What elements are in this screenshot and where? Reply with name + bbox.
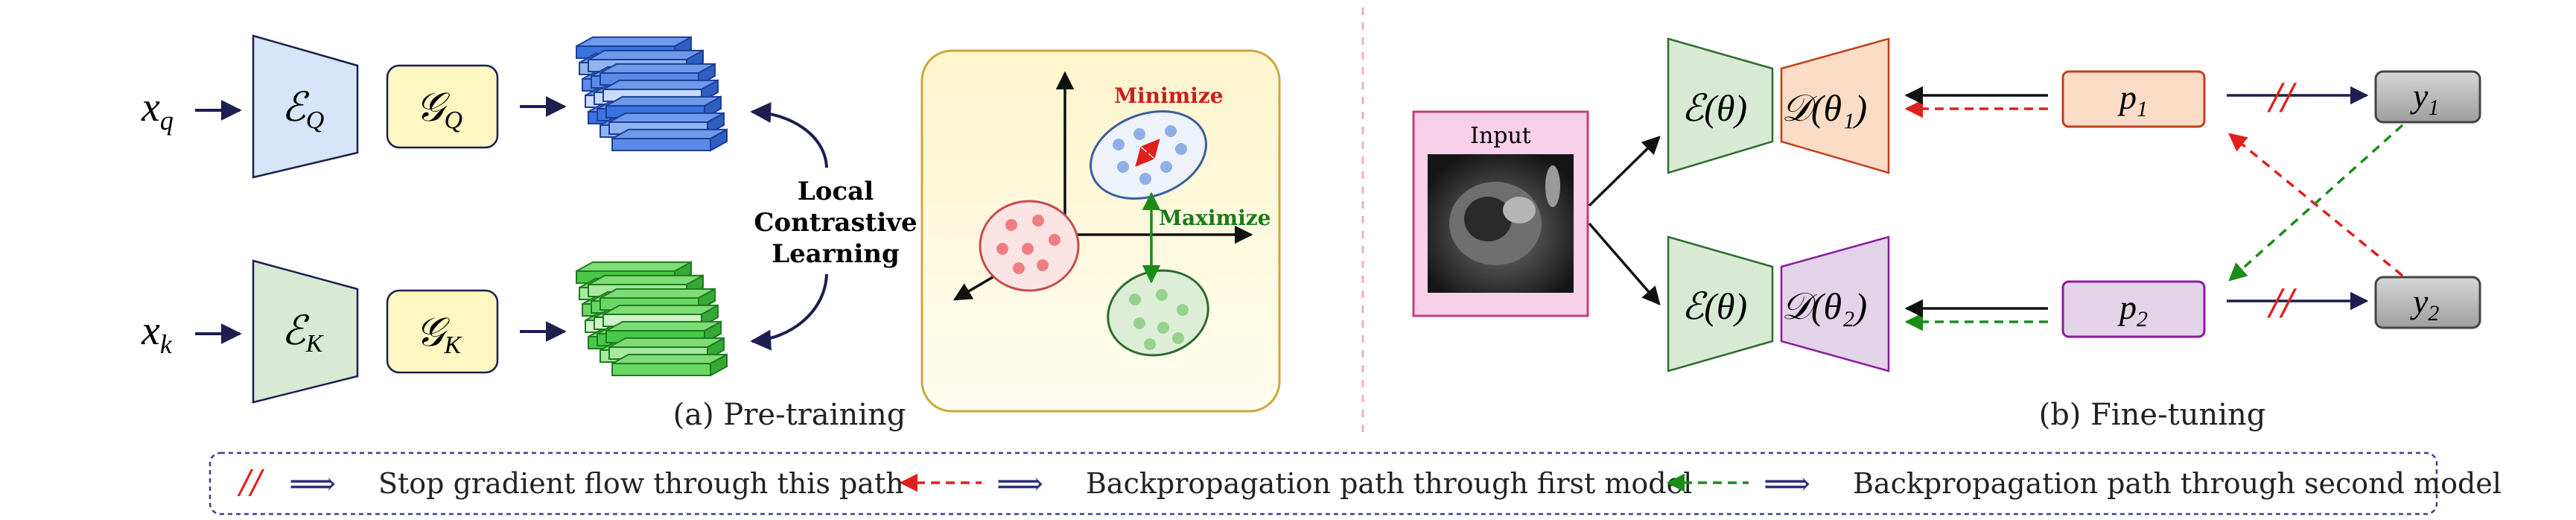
- minimize-label: Minimize: [1114, 83, 1224, 108]
- pretraining-caption: (a) Pre-training: [673, 398, 906, 432]
- legend-implies-2: ⟹: [996, 465, 1043, 503]
- maximize-label: Maximize: [1159, 206, 1270, 230]
- top-decoder-trapezoid: [1780, 37, 1890, 174]
- cluster-point: [1144, 338, 1156, 350]
- cluster-point: [1157, 322, 1169, 334]
- legend-stop-text: Stop gradient flow through this path: [378, 467, 904, 500]
- lcl-label-line2: Contrastive: [754, 208, 917, 238]
- lcl-label-line1: Local: [798, 177, 874, 206]
- lcl-arrow-to-query: [750, 102, 828, 168]
- key-encoder-trapezoid: [252, 259, 359, 404]
- query-projection-head: [386, 64, 499, 149]
- cluster-point: [1139, 173, 1151, 185]
- prediction-p1-box: [2061, 70, 2206, 128]
- bottom-encoder-trapezoid: [1667, 235, 1774, 372]
- negative-cluster-points: [996, 215, 1060, 274]
- cluster-point: [1129, 294, 1141, 305]
- prediction-p1-label: p1: [2117, 78, 2148, 121]
- query-encoder-trapezoid: [252, 34, 359, 179]
- arrow-input-to-top-encoder: [1588, 136, 1661, 207]
- feature-slab: [611, 128, 728, 152]
- top-encoder-label: ℰ(θ): [1682, 87, 1747, 129]
- legend: // ⟹ Stop gradient flow through this pat…: [209, 451, 2502, 516]
- key-projection-head: [386, 289, 499, 374]
- cluster-point: [1156, 289, 1168, 301]
- lcl-label-line3: Learning: [772, 239, 900, 269]
- top-encoder-trapezoid: [1667, 37, 1774, 174]
- cluster-point: [1160, 161, 1172, 173]
- legend-implies-1: ⟹: [289, 465, 336, 503]
- cluster-point: [1133, 317, 1145, 329]
- cluster-point: [1165, 125, 1177, 137]
- cluster-point: [1013, 262, 1025, 274]
- query-input-label: xq: [141, 84, 174, 136]
- mri-rib: [1545, 165, 1560, 207]
- cross-supervision-y2-to-p1: [2228, 133, 2404, 277]
- cluster-point: [1005, 219, 1017, 231]
- bottom-decoder-label: 𝒟(θ₂): [1781, 285, 1867, 327]
- mri-bright-region: [1503, 197, 1536, 223]
- cluster-point: [1022, 243, 1034, 255]
- finetuning-panel: Input ℰ(θ) 𝒟(θ₁) ℰ(θ) 𝒟(θ₂) p1 p2: [1412, 37, 2481, 432]
- mri-image: [1428, 154, 1574, 293]
- pseudo-label-y2-box: [2374, 276, 2481, 329]
- embedding-space-panel: [920, 49, 1281, 413]
- legend-stop-symbol: //: [237, 463, 265, 501]
- legend-implies-3: ⟹: [1764, 465, 1810, 503]
- legend-frame: [209, 451, 2438, 516]
- key-input-label: xk: [141, 308, 173, 359]
- pseudo-label-y1-box: [2374, 70, 2481, 124]
- finetuning-caption: (b) Fine-tuning: [2039, 398, 2266, 432]
- query-cluster-points: [1113, 125, 1187, 185]
- cluster-point: [1032, 215, 1044, 226]
- cluster-point: [1117, 161, 1129, 173]
- cluster-point: [1049, 234, 1060, 246]
- pseudo-label-y1: y1: [2410, 77, 2439, 120]
- mri-cavity: [1464, 197, 1512, 241]
- cluster-point: [1133, 128, 1145, 140]
- key-cluster-points: [1129, 289, 1189, 350]
- lcl-arrow-to-key: [750, 273, 828, 351]
- query-feature-stack: [576, 36, 728, 152]
- stop-gradient-mark-top: //: [2267, 76, 2297, 118]
- bottom-encoder-label: ℰ(θ): [1682, 285, 1747, 327]
- top-decoder-label: 𝒟(θ₁): [1781, 87, 1867, 129]
- legend-first-model-text: Backpropagation path through first model: [1086, 467, 1692, 500]
- cluster-point: [996, 243, 1008, 255]
- legend-second-model-text: Backpropagation path through second mode…: [1853, 467, 2502, 500]
- pseudo-label-y2: y2: [2410, 282, 2439, 326]
- key-feature-stack: [576, 261, 728, 377]
- cluster-point: [1037, 259, 1049, 271]
- feature-slab: [611, 353, 728, 377]
- cluster-point: [1177, 304, 1189, 316]
- input-label: Input: [1470, 123, 1531, 149]
- pretraining-panel: xq ℰQ 𝒢Q xk ℰK 𝒢K Local Contrastive Lear…: [141, 34, 1281, 432]
- stop-gradient-mark-bottom: //: [2267, 282, 2297, 323]
- bottom-decoder-trapezoid: [1780, 235, 1890, 372]
- prediction-p2-label: p2: [2117, 288, 2148, 332]
- cross-supervision-y1-to-p2: [2228, 124, 2404, 282]
- cluster-point: [1172, 332, 1184, 344]
- cluster-point: [1175, 143, 1187, 155]
- minimize-arrow: [1135, 139, 1160, 167]
- query-encoder-label: ℰQ: [282, 85, 324, 134]
- arrow-input-to-bottom-encoder: [1588, 222, 1661, 305]
- key-encoder-label: ℰK: [282, 308, 325, 358]
- cluster-point: [1113, 139, 1125, 150]
- feature-slab: [608, 337, 725, 361]
- prediction-p2-box: [2061, 280, 2206, 338]
